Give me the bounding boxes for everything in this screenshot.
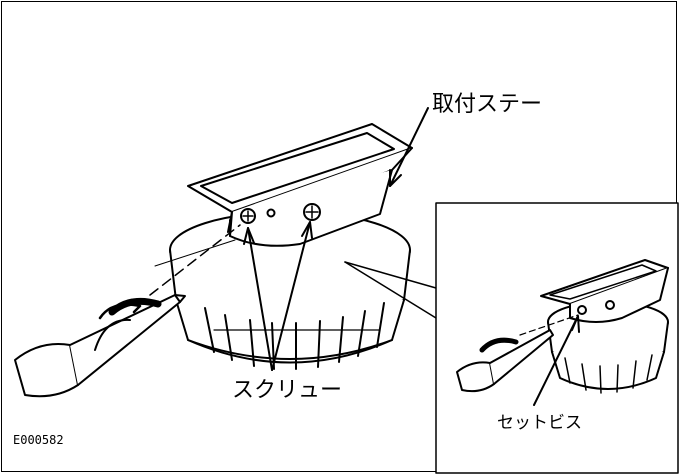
- set-screw-leader: [533, 315, 579, 406]
- screwdriver-icon: [14, 294, 186, 398]
- leader-arrow-icon: [243, 107, 429, 371]
- label-screw: スクリュー: [232, 378, 343, 403]
- figure-code: E000582: [13, 433, 64, 447]
- device-base: [169, 211, 411, 370]
- label-mounting-bracket: 取付ステー: [432, 92, 543, 117]
- inset-screwdriver-icon: [456, 329, 554, 393]
- alignment-line: [149, 224, 241, 296]
- label-set-screw: セットビス: [497, 413, 582, 433]
- inset-rotation-arrow-icon: [479, 337, 519, 353]
- screw-heads: [240, 203, 321, 224]
